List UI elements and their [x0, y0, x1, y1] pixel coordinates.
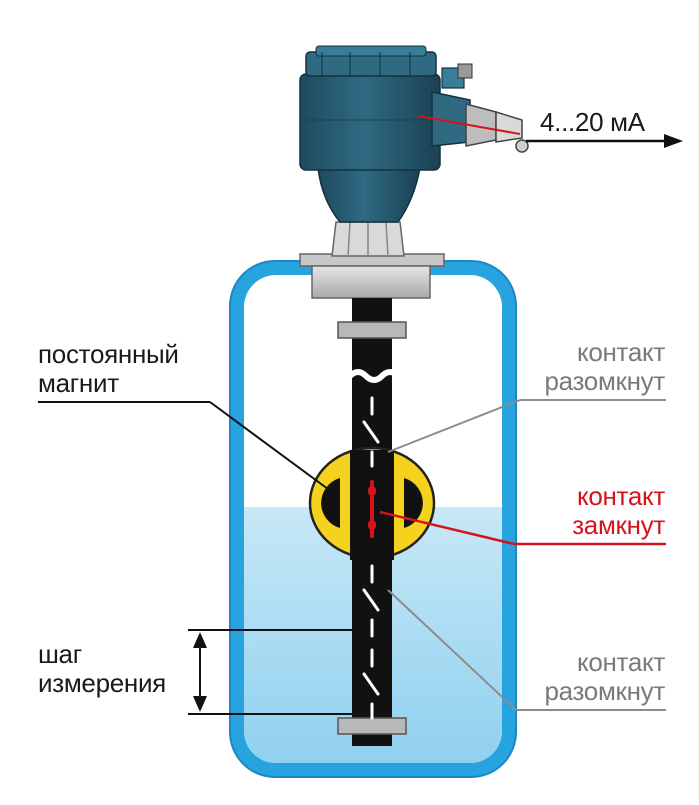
contact-closed-line1: контакт [576, 481, 665, 511]
contact-bottom-line1: контакт [576, 647, 665, 677]
magnet-leader [38, 401, 333, 493]
step-label: шаг измерения [38, 640, 166, 698]
contact-closed-leader [379, 510, 666, 546]
signal-label: 4...20 мА [540, 107, 645, 137]
contact-closed-line2: замкнут [572, 510, 665, 540]
output-arrow [526, 134, 683, 148]
contact-bottom-label: контакт разомкнут [544, 648, 665, 706]
sensor-housing [299, 45, 529, 223]
contact-closed-label: контакт замкнут [572, 482, 665, 540]
flange [299, 221, 445, 299]
contact-top-label: контакт разомкнут [544, 338, 665, 396]
contact-bottom-leader [387, 589, 666, 711]
step-label-line2: измерения [38, 668, 166, 698]
reed-contacts [362, 396, 380, 720]
contact-bottom-line2: разомкнут [544, 676, 665, 706]
contact-top-line2: разомкнут [544, 366, 665, 396]
magnet-label: постоянный магнит [38, 340, 179, 398]
step-label-line1: шаг [38, 639, 82, 669]
magnet-label-line1: постоянный [38, 339, 179, 369]
contact-top-leader [387, 399, 666, 453]
contact-top-line1: контакт [576, 337, 665, 367]
magnet-label-line2: магнит [38, 368, 119, 398]
step-dimension [188, 629, 358, 715]
